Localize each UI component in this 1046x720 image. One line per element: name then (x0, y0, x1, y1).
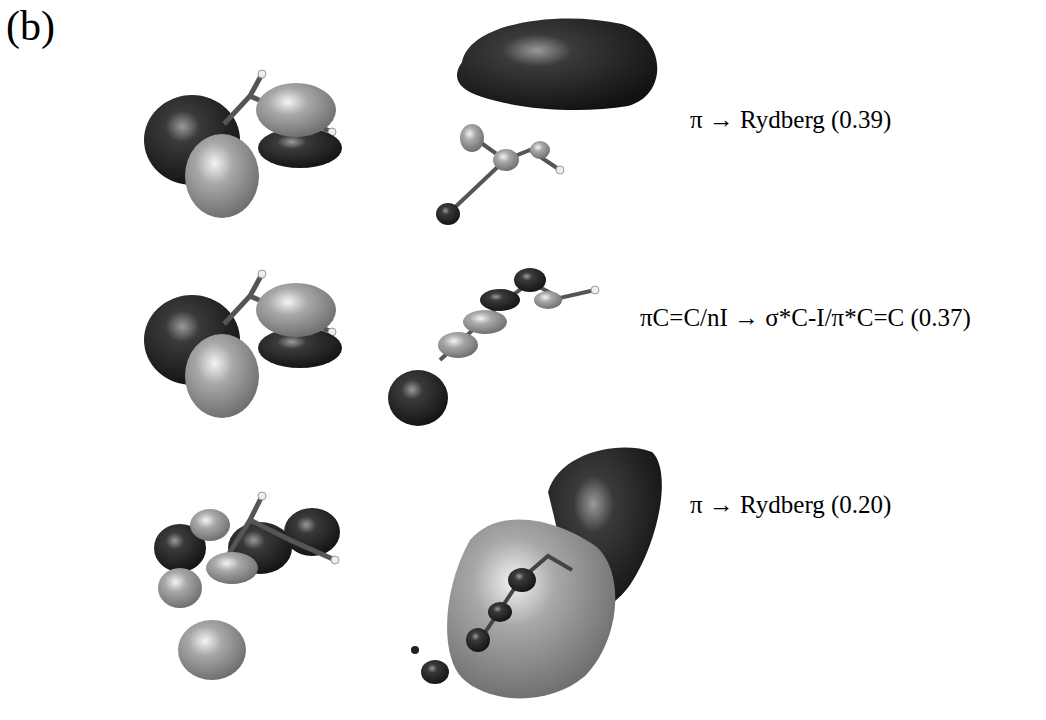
rydberg-orbital (436, 18, 657, 225)
rydberg-orbital (411, 448, 662, 699)
transition-label: π → Rydberg (0.20) (690, 491, 891, 519)
pi-orbital (144, 70, 342, 218)
sigma-star-orbital (388, 268, 599, 426)
pi-orbital (154, 492, 340, 680)
panel-label: (b) (6, 2, 55, 50)
pi-orbital (144, 270, 342, 418)
transition-label: πC=C/nI → σ*C-I/π*C=C (0.37) (640, 304, 971, 332)
transition-label: π → Rydberg (0.39) (690, 106, 891, 134)
